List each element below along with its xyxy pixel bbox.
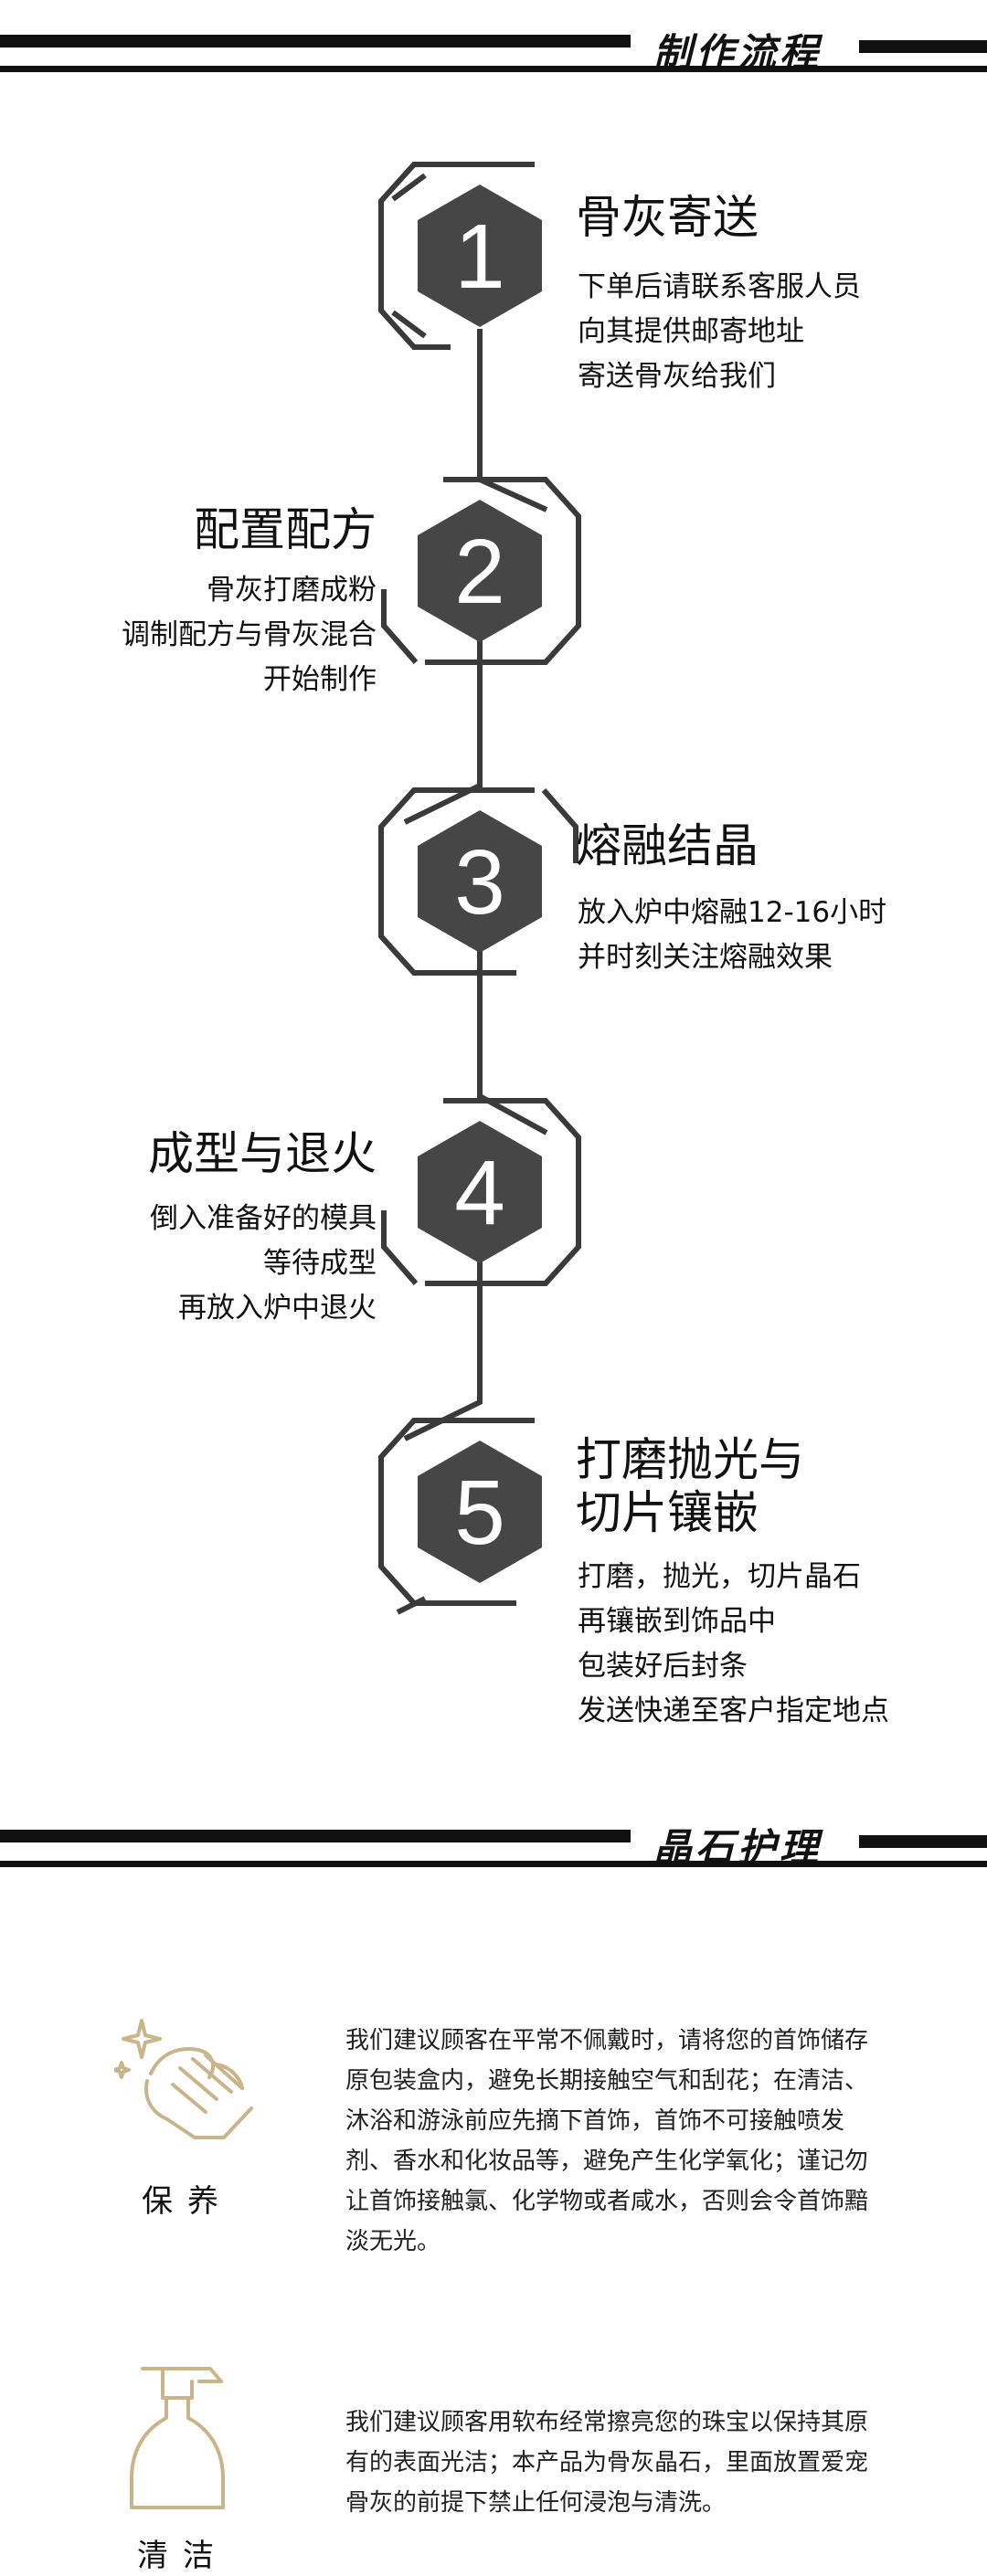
banner-bar-left: [0, 35, 631, 48]
step-2-description: 骨灰打磨成粉 调制配方与骨灰混合 开始制作: [122, 568, 377, 702]
hand-wipe-icon: [114, 2019, 253, 2139]
step-4-description: 倒入准备好的模具 等待成型 再放入炉中退火: [150, 1197, 377, 1331]
step-3-description: 放入炉中熔融12-16小时 并时刻关注熔融效果: [578, 891, 886, 980]
step-5-title: 打磨抛光与 切片镶嵌: [576, 1433, 804, 1539]
step-1-line: 向其提供邮寄地址: [578, 315, 804, 348]
banner-bar-right: [859, 1835, 987, 1848]
step-2-line: 骨灰打磨成粉: [207, 574, 377, 607]
flow-connector: [403, 1261, 483, 1441]
banner-bar-right: [859, 40, 987, 53]
care-banner: 晶石护理: [0, 1822, 987, 1886]
step-3-hexagon: [378, 787, 578, 976]
process-banner: 制作流程: [0, 27, 987, 91]
step-2-line: 调制配方与骨灰混合: [122, 618, 377, 651]
care-text-cleaning: 我们建议顾客用软布经常擦亮您的珠宝以保持其原有的表面光洁；本产品为骨灰晶石，里面…: [345, 2409, 869, 2517]
process-section-title: 制作流程: [653, 30, 822, 75]
banner-bar-bottom: [0, 66, 987, 72]
care-label-maintenance: 保养: [142, 2183, 233, 2220]
step-5-line: 包装好后封条: [578, 1650, 748, 1683]
step-4-line: 倒入准备好的模具: [150, 1202, 377, 1235]
step-2-hexagon: [381, 477, 581, 665]
step-4-line: 再放入炉中退火: [178, 1292, 377, 1325]
step-2-line: 开始制作: [263, 663, 377, 696]
step-2-title: 配置配方: [194, 503, 377, 556]
step-2-number: 2: [454, 521, 505, 623]
step-1-line: 下单后请联系客服人员: [578, 270, 861, 303]
process-flow-diagram: 1 2 3 4 5: [378, 162, 581, 1615]
step-5-line: 再镶嵌到饰品中: [578, 1605, 776, 1638]
step-3-line: 放入炉中熔融12-16小时: [578, 896, 887, 929]
banner-bar-bottom: [0, 1861, 987, 1867]
step-1-title: 骨灰寄送: [576, 191, 759, 244]
step-5-title-line: 打磨抛光与: [576, 1433, 804, 1486]
flow-connector: [477, 950, 548, 1135]
flow-connector: [477, 329, 548, 512]
step-5-description: 打磨，抛光，切片晶石 再镶嵌到饰品中 包装好后封条 发送快递至客户指定地点: [578, 1555, 889, 1734]
banner-bar-left: [0, 1830, 631, 1842]
step-1-description: 下单后请联系客服人员 向其提供邮寄地址 寄送骨灰给我们: [578, 265, 861, 399]
step-5-line: 发送快递至客户指定地点: [578, 1694, 889, 1727]
step-5-hexagon: [378, 1418, 542, 1615]
spray-bottle-icon: [130, 2367, 225, 2509]
flow-connector: [403, 639, 483, 825]
care-section-title: 晶石护理: [653, 1825, 822, 1870]
care-text-maintenance: 我们建议顾客在平常不佩戴时，请将您的首饰储存原包装盒内，避免长期接触空气和刮花；…: [345, 2027, 869, 2255]
step-1-line: 寄送骨灰给我们: [578, 360, 776, 393]
step-5-title-line: 切片镶嵌: [576, 1485, 759, 1539]
step-4-number: 4: [454, 1142, 505, 1244]
step-1-number: 1: [454, 206, 505, 308]
step-4-line: 等待成型: [263, 1247, 377, 1280]
step-5-number: 5: [454, 1462, 505, 1564]
step-5-line: 打磨，抛光，切片晶石: [578, 1560, 861, 1593]
step-3-title: 熔融结晶: [576, 819, 759, 872]
care-label-cleaning: 清洁: [137, 2538, 228, 2574]
step-4-title: 成型与退火: [148, 1127, 377, 1180]
step-3-number: 3: [454, 831, 505, 934]
step-1-hexagon: [378, 162, 542, 350]
step-4-hexagon: [381, 1098, 581, 1286]
step-3-line: 并时刻关注熔融效果: [578, 941, 833, 974]
